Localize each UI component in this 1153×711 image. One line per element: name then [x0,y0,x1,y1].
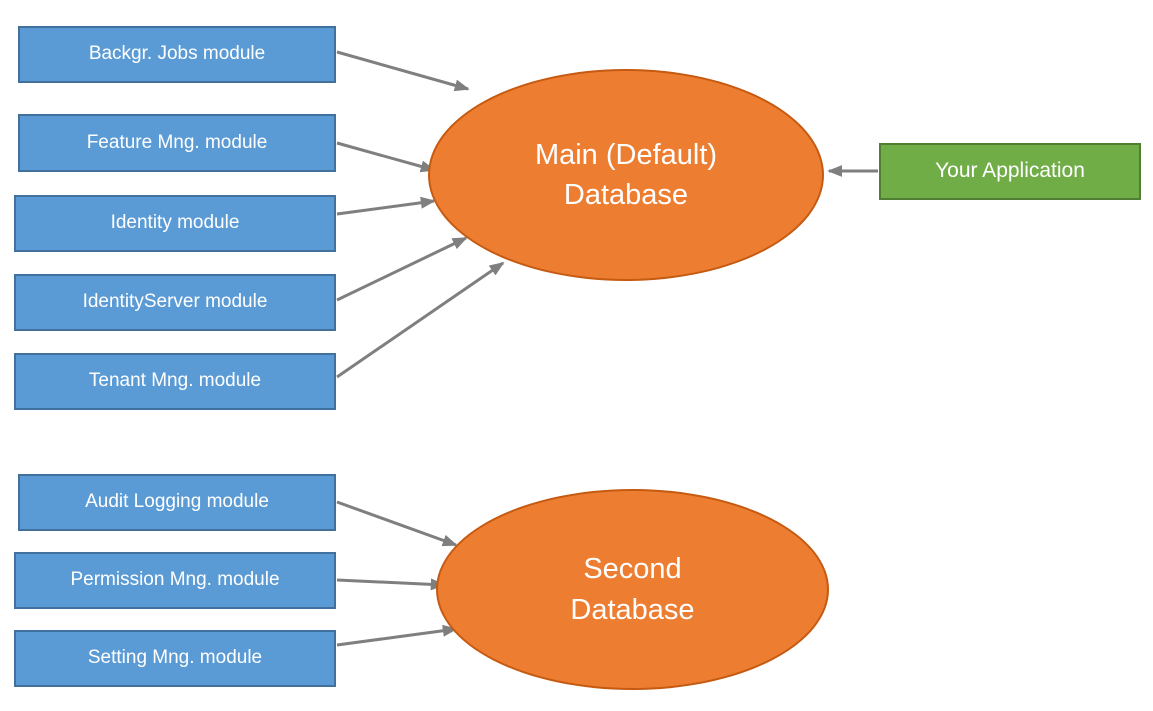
module-label: Setting Mng. module [87,647,263,669]
connector-tenant-mng-to-main-database [336,261,505,379]
database-label-line-1: Main (Default) [534,138,718,171]
database-ellipse-second[interactable]: Second Database [436,489,829,690]
module-box-identityserver[interactable]: IdentityServer module [14,274,336,331]
connector-feature-mng-to-main-database [336,141,436,173]
module-label: Audit Logging module [85,491,269,513]
module-box-setting-mng[interactable]: Setting Mng. module [14,630,336,687]
database-label-line-1: Second [583,553,682,586]
application-box[interactable]: Your Application [879,143,1141,200]
module-label: Backgr. Jobs module [88,43,266,65]
connector-setting-mng-to-second-database [336,624,458,647]
application-label: Your Application [935,159,1085,183]
module-box-feature-mng[interactable]: Feature Mng. module [18,114,336,172]
connector-backgr-jobs-to-main-database [336,50,470,92]
module-label: Feature Mng. module [86,131,268,153]
connector-permission-mng-to-second-database [336,578,446,591]
database-label-line-2: Database [570,593,695,626]
module-label: Permission Mng. module [70,569,280,591]
module-box-identity[interactable]: Identity module [14,195,336,252]
module-box-backgr-jobs[interactable]: Backgr. Jobs module [18,26,336,83]
module-box-audit-logging[interactable]: Audit Logging module [18,474,336,531]
module-label: Identity module [110,212,240,234]
module-box-tenant-mng[interactable]: Tenant Mng. module [14,353,336,410]
module-label: IdentityServer module [82,291,268,313]
database-label-line-2: Database [563,179,689,211]
module-label: Tenant Mng. module [88,370,262,392]
database-ellipse-main[interactable]: Main (Default) Database [428,69,824,281]
connector-identity-to-main-database [336,196,436,216]
connector-audit-logging-to-second-database [336,500,458,547]
module-box-permission-mng[interactable]: Permission Mng. module [14,552,336,609]
connector-identityserver-to-main-database [336,236,468,302]
